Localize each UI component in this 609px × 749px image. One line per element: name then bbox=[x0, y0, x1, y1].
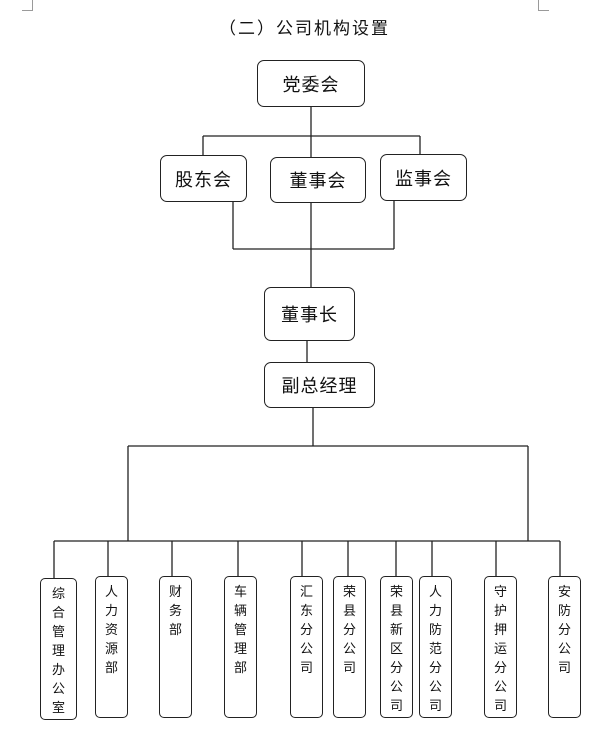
page-corner-mark-left bbox=[22, 0, 33, 11]
node-board-of-supervisors-label: 监事会 bbox=[395, 168, 452, 190]
node-department-4: 车辆管理部 bbox=[224, 576, 257, 718]
node-shareholders-meeting-label: 股东会 bbox=[175, 169, 232, 191]
node-department-1-label: 综合管理办公室 bbox=[52, 587, 66, 716]
node-department-2: 人力资源部 bbox=[95, 576, 128, 718]
node-board-of-directors: 董事会 bbox=[270, 157, 366, 203]
node-department-8-label: 人力防范分公司 bbox=[429, 585, 443, 714]
node-department-5-label: 汇东分公司 bbox=[300, 585, 314, 676]
node-department-9: 守护押运分公司 bbox=[484, 576, 517, 718]
node-department-3-label: 财务部 bbox=[169, 585, 183, 638]
node-deputy-general-manager: 副总经理 bbox=[264, 362, 375, 408]
node-department-5: 汇东分公司 bbox=[290, 576, 323, 718]
node-department-8: 人力防范分公司 bbox=[419, 576, 452, 718]
node-chairman-label: 董事长 bbox=[281, 305, 338, 326]
node-board-of-supervisors: 监事会 bbox=[380, 154, 467, 201]
node-department-2-label: 人力资源部 bbox=[105, 585, 119, 676]
node-department-7: 荣县新区分公司 bbox=[380, 576, 413, 718]
node-deputy-general-manager-label: 副总经理 bbox=[281, 376, 358, 397]
node-department-7-label: 荣县新区分公司 bbox=[390, 585, 404, 714]
node-department-10: 安防分公司 bbox=[548, 576, 581, 718]
node-department-10-label: 安防分公司 bbox=[558, 585, 572, 676]
node-department-6-label: 荣县分公司 bbox=[343, 585, 357, 676]
page-corner-mark-right bbox=[538, 0, 549, 11]
node-board-of-directors-label: 董事会 bbox=[289, 171, 347, 192]
section-heading: （二）公司机构设置 bbox=[219, 19, 390, 39]
node-department-9-label: 守护押运分公司 bbox=[494, 585, 508, 714]
node-department-1: 综合管理办公室 bbox=[40, 578, 77, 720]
node-shareholders-meeting: 股东会 bbox=[160, 155, 247, 202]
node-department-3: 财务部 bbox=[159, 576, 192, 718]
node-department-6: 荣县分公司 bbox=[333, 576, 366, 718]
node-party-committee-label: 党委会 bbox=[282, 74, 340, 96]
node-chairman: 董事长 bbox=[264, 287, 355, 341]
node-party-committee: 党委会 bbox=[257, 60, 365, 107]
node-department-4-label: 车辆管理部 bbox=[234, 585, 248, 676]
